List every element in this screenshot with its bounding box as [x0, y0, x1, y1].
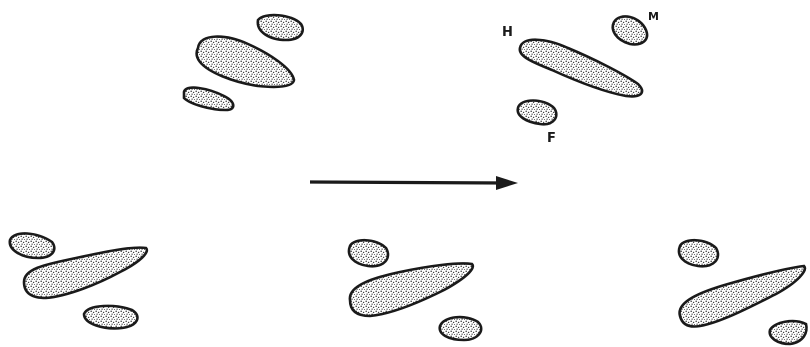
- label-f: F: [547, 131, 556, 146]
- label-h: H: [502, 25, 513, 40]
- small-blob-f: [518, 101, 557, 125]
- group-top-left: [184, 15, 303, 110]
- small-blob-m: [613, 16, 647, 44]
- small-blob-lower: [770, 321, 807, 344]
- small-blob-lower: [184, 88, 233, 110]
- elongated-body: [197, 37, 294, 87]
- small-blob-upper: [10, 233, 55, 258]
- arrow-head: [496, 176, 518, 190]
- small-blob-lower: [84, 306, 137, 328]
- arrow-shaft: [310, 182, 506, 183]
- small-blob-upper: [679, 240, 718, 266]
- group-bottom-middle: [349, 240, 481, 340]
- elongated-body: [680, 266, 805, 327]
- small-blob-lower: [440, 317, 481, 340]
- group-bottom-right: [679, 240, 807, 344]
- elongated-body: [350, 263, 473, 316]
- small-blob-upper: [258, 15, 303, 40]
- group-top-right: H M F: [502, 10, 659, 146]
- elongated-body-h: [520, 40, 642, 97]
- small-blob-upper: [349, 240, 388, 266]
- group-bottom-left: [10, 233, 147, 328]
- label-m: M: [648, 10, 659, 23]
- direction-arrow: [310, 176, 518, 190]
